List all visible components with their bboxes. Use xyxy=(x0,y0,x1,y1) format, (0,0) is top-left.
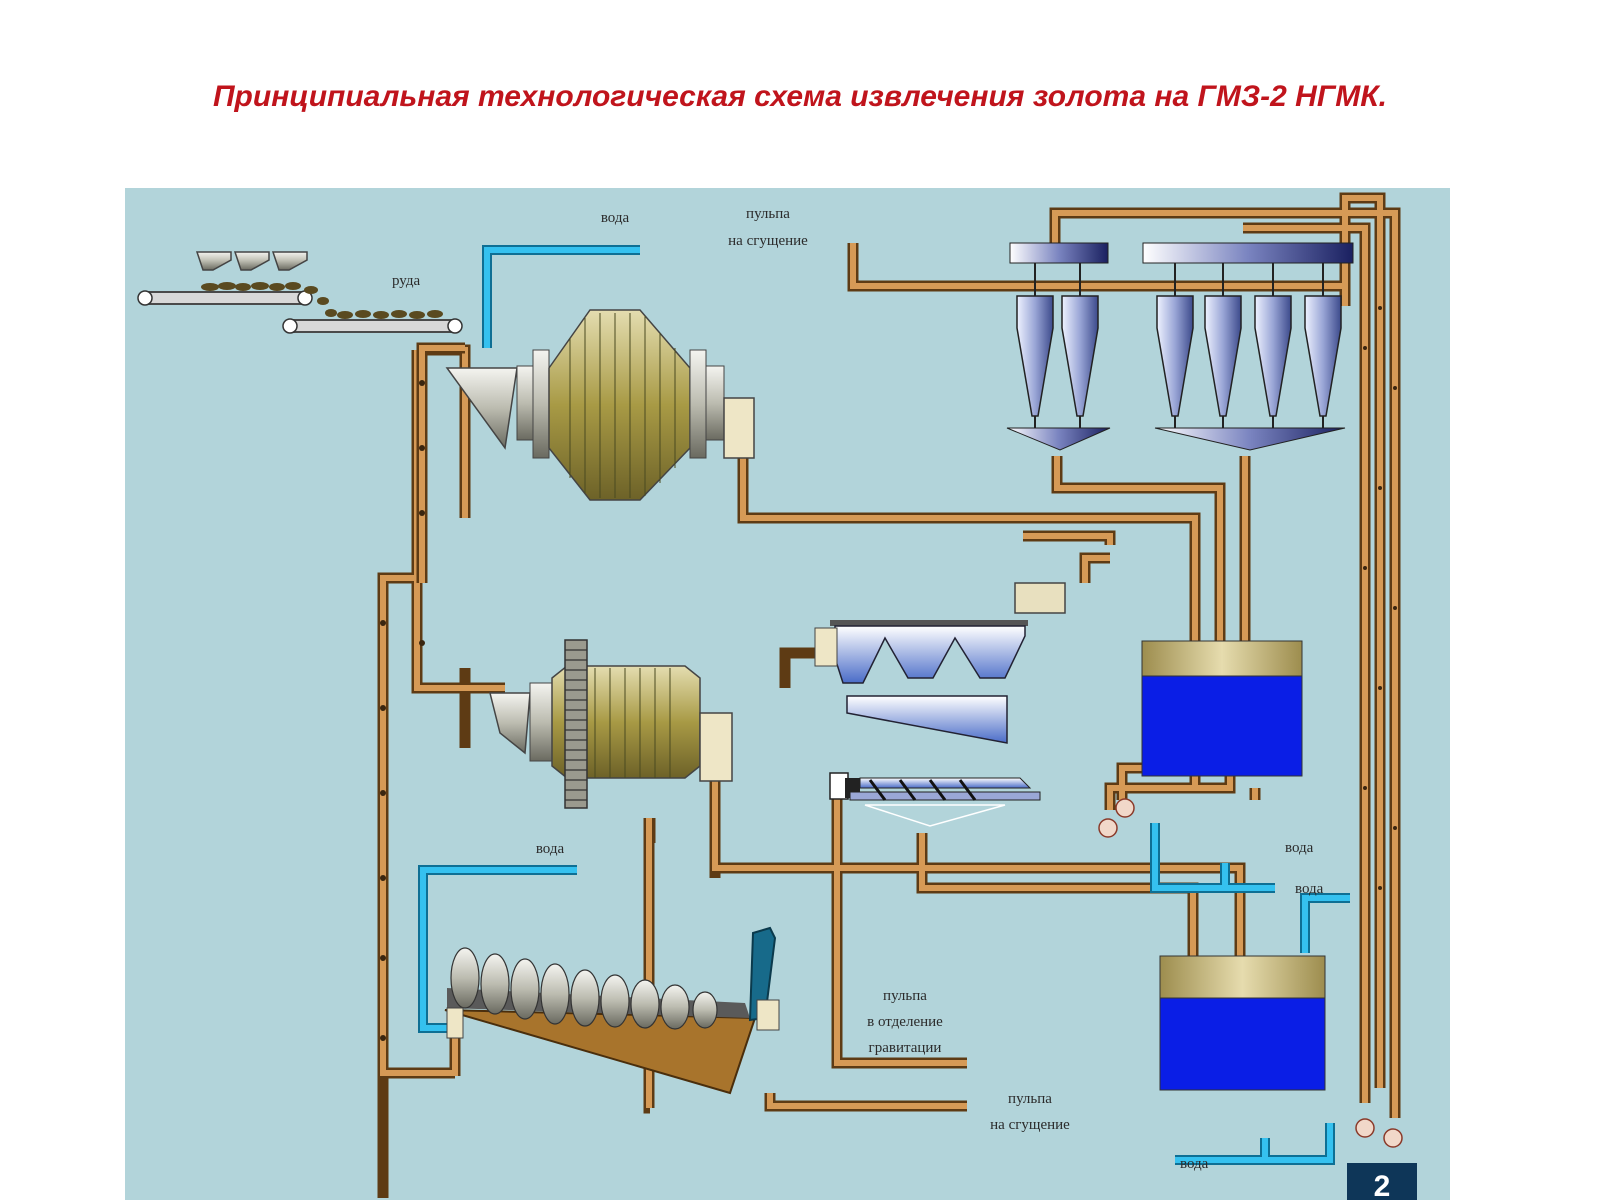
water-pipes xyxy=(418,245,1350,1165)
label-water-right-mid: вода xyxy=(1285,840,1314,856)
label-pulp-thickening-bottom-1: пульпа xyxy=(1008,1091,1052,1107)
pulp-flow-dots xyxy=(380,306,1397,1041)
label-water-right-upper: вода xyxy=(1295,881,1324,897)
regrind-mill xyxy=(489,639,733,809)
pulp-pipes xyxy=(377,192,1401,1198)
feed-pipe xyxy=(416,342,465,583)
page-title: Принципиальная технологическая схема изв… xyxy=(212,80,1388,113)
label-water-bottom-right: вода xyxy=(1180,1156,1209,1172)
label-pulp-thickening-top-1: пульпа xyxy=(746,206,790,222)
ore-hoppers xyxy=(195,251,308,271)
tank-upper xyxy=(1141,640,1303,777)
tank-lower xyxy=(1159,955,1326,1091)
hydrocyclone-bank-right xyxy=(1142,242,1354,451)
ball-mill xyxy=(445,309,755,501)
label-water-mid-left: вода xyxy=(536,841,565,857)
label-pulp-gravity-3: гравитации xyxy=(869,1040,942,1056)
label-ore: руда xyxy=(392,273,420,289)
label-pulp-thickening-top-2: на сгущение xyxy=(728,233,808,249)
label-pulp-gravity-1: пульпа xyxy=(883,988,927,1004)
label-pulp-thickening-bottom-2: на сгущение xyxy=(990,1117,1070,1133)
corner-badge-text: 2 xyxy=(1374,1170,1391,1200)
spiral-classifier-units xyxy=(814,582,1066,744)
label-pulp-gravity-2: в отделение xyxy=(867,1014,943,1030)
corner-badge: 2 xyxy=(1347,1163,1417,1200)
hydrocyclone-bank-left xyxy=(1006,242,1111,451)
ore-conveyor xyxy=(137,282,463,334)
jigging-machine xyxy=(829,772,1041,827)
process-flow-diagram: 2 вода руда пульпа на сгущение вода вода… xyxy=(125,188,1450,1200)
pumps xyxy=(1098,798,1403,1148)
screw-classifier xyxy=(444,926,780,1095)
label-water-top: вода xyxy=(601,210,630,226)
